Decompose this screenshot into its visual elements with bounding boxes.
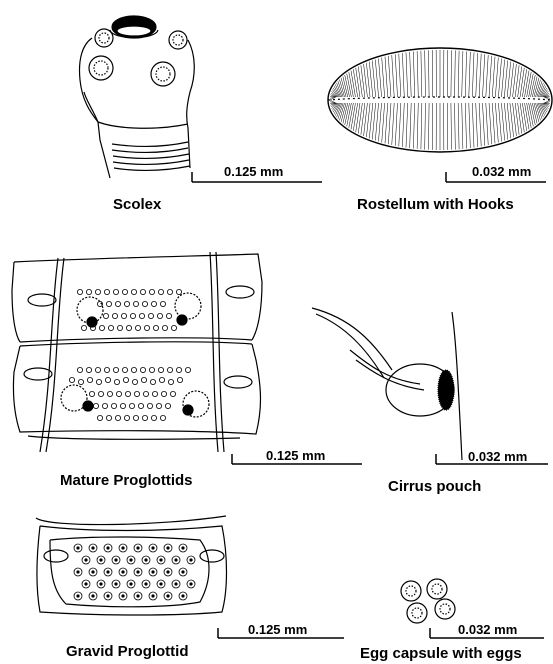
egg-capsule-scale-label: 0.032 mm: [458, 622, 517, 637]
gravid-proglottid-drawing: [36, 516, 227, 615]
rostellum-label: Rostellum with Hooks: [357, 196, 514, 213]
cirrus-pouch-drawing: [312, 308, 462, 460]
cirrus-label: Cirrus pouch: [388, 478, 481, 495]
cirrus-scale-label: 0.032 mm: [468, 449, 527, 464]
egg-icon: [407, 603, 427, 623]
scolex-label: Scolex: [113, 196, 161, 213]
sucker-icon: [89, 56, 113, 80]
mature-label: Mature Proglottids: [60, 472, 193, 489]
gravid-label: Gravid Proglottid: [66, 643, 189, 660]
rostellum-scale-label: 0.032 mm: [472, 164, 531, 179]
gravid-scale-label: 0.125 mm: [248, 622, 307, 637]
egg-icon: [427, 579, 447, 599]
sucker-icon: [95, 29, 113, 47]
scolex-scale-label: 0.125 mm: [224, 164, 283, 179]
egg-capsule-label: Egg capsule with eggs: [360, 645, 522, 662]
mature-proglottids-drawing: [12, 252, 262, 452]
egg-capsule-drawing: [401, 579, 455, 623]
scolex-drawing: [80, 16, 195, 178]
rostellum-drawing: [328, 48, 552, 152]
egg-icon: [401, 581, 421, 601]
sucker-icon: [169, 31, 187, 49]
mature-scale-label: 0.125 mm: [266, 448, 325, 463]
egg-icon: [435, 599, 455, 619]
sucker-icon: [151, 62, 175, 86]
